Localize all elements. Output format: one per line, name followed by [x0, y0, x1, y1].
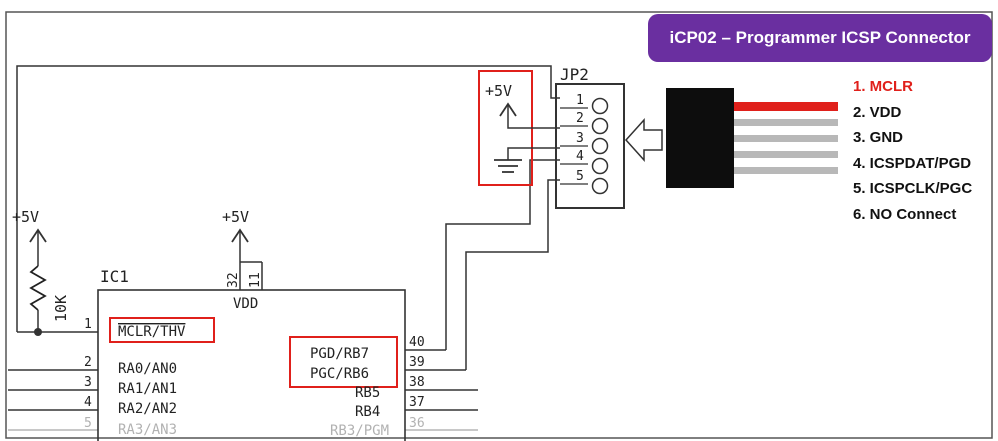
legend-item-vdd: 2. VDD	[853, 103, 902, 121]
programmer-plug	[666, 88, 734, 188]
cable-wire-mclr	[734, 102, 838, 111]
pin-number: 40	[409, 335, 425, 350]
ic-left-pin-2: 2 RA0/AN0	[8, 355, 177, 377]
connector-pin-4: 4	[560, 149, 609, 175]
pin-legend: 1. MCLR 2. VDD 3. GND 4. ICSPDAT/PGD 5. …	[853, 74, 972, 227]
cable-wire-gnd	[734, 135, 838, 142]
ic-right-pin-38: 38 RB5	[355, 375, 478, 401]
ic-name: IC1	[100, 267, 129, 286]
ic-left-pin-1: 1 MCLR/THV	[84, 317, 186, 340]
pin-number: 37	[409, 395, 425, 410]
legend-item-icspdat: 4. ICSPDAT/PGD	[853, 154, 972, 172]
connector-pin-2: 2	[560, 111, 609, 135]
highlight-pgd-pgc	[289, 336, 398, 388]
vdd-pin-32: 32	[226, 272, 241, 288]
ic-left-pin-5: 5 RA3/AN3	[8, 416, 177, 438]
pin-number: 39	[409, 355, 425, 370]
vdd-pin-11: 11	[248, 272, 263, 288]
pin-label: RB5	[355, 385, 380, 401]
power-label-connector: +5V	[485, 82, 512, 100]
connector-pin-number: 4	[576, 149, 584, 164]
pin-number: 36	[409, 416, 425, 431]
pin-number: 3	[84, 375, 92, 390]
pin-label: PGC/RB6	[310, 366, 369, 382]
title-text: iCP02 – Programmer ICSP Connector	[669, 28, 971, 47]
cable-wire-pgc	[734, 167, 838, 174]
legend-item-no-connect: 6. NO Connect	[853, 205, 957, 223]
diagram-border	[5, 11, 993, 439]
resistor-value: 10K	[52, 295, 70, 322]
pin-label: RA0/AN0	[118, 361, 177, 377]
ic-left-pin-4: 4 RA2/AN2	[8, 395, 177, 417]
ic-right-pin-36: 36 RB3/PGM	[330, 416, 478, 439]
ic-vdd-label: VDD	[233, 296, 258, 312]
connector-body	[555, 83, 625, 209]
power-label-vdd: +5V	[222, 208, 249, 226]
power-label-left: +5V	[12, 208, 39, 226]
pin-label: RA2/AN2	[118, 401, 177, 417]
pin-number: 2	[84, 355, 92, 370]
connector-pin-3: 3	[560, 131, 609, 155]
wire-pgd	[445, 159, 560, 350]
pin-label: RA3/AN3	[118, 422, 177, 438]
pin-number: 5	[84, 416, 92, 431]
pin-label: RB4	[355, 404, 380, 420]
cable-wires	[734, 102, 838, 174]
insert-arrow-icon	[624, 118, 663, 162]
ic-right-pin-37: 37 RB4	[355, 395, 478, 420]
pin-number: 4	[84, 395, 92, 410]
legend-item-mclr: 1. MCLR	[853, 78, 913, 95]
legend-item-icspclk: 5. ICSPCLK/PGC	[853, 180, 973, 197]
legend-item-gnd: 3. GND	[853, 129, 904, 146]
ic-left-pin-3: 3 RA1/AN1	[8, 375, 177, 397]
connector-pin-number: 1	[576, 93, 584, 108]
connector-pin-1: 1	[560, 93, 609, 115]
cable-wire-pgd	[734, 151, 838, 158]
pin-label: PGD/RB7	[310, 346, 369, 362]
ic-right-pin-39: 39 PGC/RB6	[310, 355, 466, 382]
connector-label: JP2	[560, 65, 589, 84]
connector-pin-5: 5	[560, 169, 609, 195]
ground-symbol	[494, 159, 522, 173]
wire-gnd	[507, 147, 560, 160]
cable-wire-vdd	[734, 119, 838, 126]
title-banner: iCP02 – Programmer ICSP Connector	[648, 14, 992, 62]
wire-mclr	[16, 65, 560, 332]
pin-label: MCLR/THV	[118, 324, 186, 340]
wire-pgc	[465, 179, 560, 370]
connector-pin-number: 5	[576, 169, 584, 184]
pin-label: RA1/AN1	[118, 381, 177, 397]
connector-pin-number: 3	[576, 131, 584, 146]
ic-right-pin-40: 40 PGD/RB7	[310, 335, 446, 362]
wire-vdd	[507, 104, 560, 129]
resistor-symbol	[29, 265, 47, 311]
pin-number: 38	[409, 375, 425, 390]
connector-pin-number: 2	[576, 111, 584, 126]
pin-number: 1	[84, 317, 92, 332]
pin-label: RB3/PGM	[330, 423, 389, 439]
highlight-mclr	[109, 317, 215, 343]
